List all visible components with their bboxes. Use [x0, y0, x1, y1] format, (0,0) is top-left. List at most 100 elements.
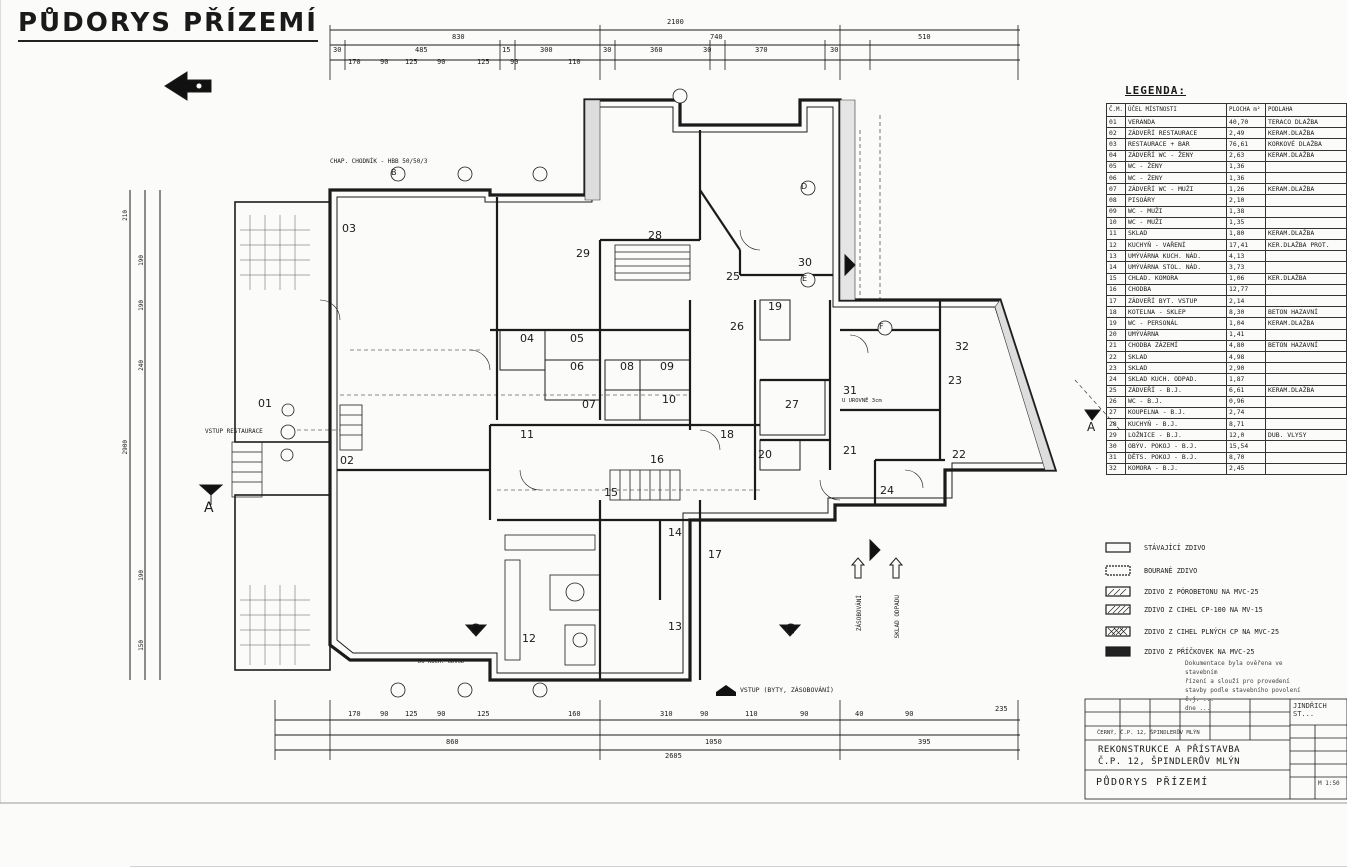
room-area: 3,73	[1226, 261, 1266, 274]
room-purpose: WC - B.J.	[1125, 395, 1227, 408]
grid-bubble: E	[802, 274, 808, 283]
dim-left: 190	[138, 570, 145, 581]
room-area: 2,14	[1226, 294, 1266, 308]
room-area: 40,70	[1226, 115, 1266, 129]
room-label: 09	[660, 360, 674, 373]
room-floor: KER.DLAŽBA	[1265, 272, 1347, 285]
waste-label: SKLAD ODPADU	[894, 595, 901, 639]
room-label: 06	[570, 360, 584, 373]
room-purpose: KOUPELNA - B.J.	[1125, 406, 1227, 420]
room-purpose: ZÁDVEŘÍ WC - ŽENY	[1125, 149, 1227, 162]
dim-top: 300	[540, 46, 553, 54]
sidewalk-label: CHAP. CHODNÍK - HBB 50/50/3	[330, 158, 428, 165]
room-area: 17,41	[1226, 239, 1266, 252]
room-number: 25	[1106, 384, 1126, 397]
room-label: 30	[798, 256, 812, 269]
room-floor	[1265, 440, 1347, 453]
titleblock-project: REKONSTRUKCE A PŘÍSTAVBA Č.P. 12, ŠPINDL…	[1098, 744, 1240, 768]
dim-bottom: 160	[568, 710, 581, 718]
room-label: 26	[730, 320, 744, 333]
dim-top: 370	[755, 46, 768, 54]
dim-top: 90	[510, 58, 519, 66]
room-number: 01	[1106, 115, 1126, 129]
room-label: 02	[340, 454, 354, 467]
dim-left: 190	[138, 300, 145, 311]
room-label: 15	[604, 486, 618, 499]
stamp-line: řízení a slouží pro provedení	[1185, 678, 1290, 685]
room-area: 0,96	[1226, 395, 1266, 408]
dim-top: 125	[405, 58, 418, 66]
room-label: 24	[880, 484, 894, 497]
dim-bottom: 110	[745, 710, 758, 718]
room-area: 8,30	[1226, 306, 1266, 319]
room-purpose: UMÝVÁRNA STOL. NÁD.	[1125, 261, 1227, 274]
room-purpose: CHLAD. KOMORA	[1125, 272, 1227, 285]
north-arrow-icon	[164, 71, 212, 101]
titleblock-location: ČERNÝ, Č.P. 12, ŠPINDLERŮV MLÝN	[1097, 730, 1200, 736]
dim-bottom: 860	[446, 738, 459, 746]
room-purpose: ZÁDVEŘÍ - B.J.	[1125, 384, 1227, 397]
room-purpose: SKLAD	[1125, 227, 1227, 241]
room-floor: KER.DLAŽBA PROT.	[1265, 239, 1347, 252]
room-number: 07	[1106, 183, 1126, 196]
room-area: 15,54	[1226, 440, 1266, 453]
room-label: 23	[948, 374, 962, 387]
room-floor	[1265, 194, 1347, 207]
room-area: 1,87	[1226, 373, 1266, 386]
room-area: 1,35	[1226, 216, 1266, 229]
titleblock-scale: M 1:50	[1318, 780, 1340, 787]
approval-stamp: Dokumentace byla ověřena ve stavebním ří…	[1185, 659, 1305, 713]
room-area: 1,41	[1226, 328, 1266, 341]
legend-col-header: PLOCHA m²	[1226, 103, 1266, 117]
room-label: 13	[668, 620, 682, 633]
room-floor: BETON HAZAVNÍ	[1265, 306, 1347, 319]
room-number: 22	[1106, 350, 1126, 364]
dim-left: 210	[122, 210, 129, 221]
room-area: 2,45	[1226, 462, 1266, 476]
room-floor	[1265, 373, 1347, 386]
room-number: 06	[1106, 171, 1126, 185]
room-label: 11	[520, 428, 534, 441]
project-line: Č.P. 12, ŠPINDLERŮV MLÝN	[1098, 757, 1241, 767]
room-purpose: VERANDA	[1125, 115, 1227, 129]
dim-bottom: 310	[660, 710, 673, 718]
room-number: 12	[1106, 239, 1126, 252]
dim-top: 15	[502, 46, 511, 54]
dim-left: 2900	[122, 440, 129, 455]
page-title: PŮDORYS PŘÍZEMÍ	[18, 8, 318, 42]
room-floor	[1265, 160, 1347, 173]
project-line: REKONSTRUKCE A PŘÍSTAVBA	[1098, 745, 1241, 755]
titleblock-drawing-name: PŮDORYS PŘÍZEMÍ	[1096, 777, 1209, 788]
stamp-line: č.j. ...	[1185, 696, 1214, 703]
room-label: 14	[668, 526, 682, 539]
room-floor	[1265, 350, 1347, 364]
dim-bottom: 90	[380, 710, 389, 718]
room-number: 32	[1106, 462, 1126, 476]
room-purpose: LOŽNICE - B.J.	[1125, 429, 1227, 442]
room-label: 29	[576, 247, 590, 260]
room-area: 12,77	[1226, 283, 1266, 297]
room-area: 76,61	[1226, 138, 1266, 151]
room-area: 2,74	[1226, 406, 1266, 420]
room-label: 28	[648, 229, 662, 242]
delivery-label: ZÁSOBOVÁNÍ	[856, 595, 863, 632]
room-number: 28	[1106, 418, 1126, 431]
room-area: 1,26	[1226, 183, 1266, 196]
key-solid-brick-wall: ZDIVO Z CIHEL PLNÝCH CP NA MVC-25	[1144, 628, 1280, 636]
room-floor	[1265, 171, 1347, 185]
